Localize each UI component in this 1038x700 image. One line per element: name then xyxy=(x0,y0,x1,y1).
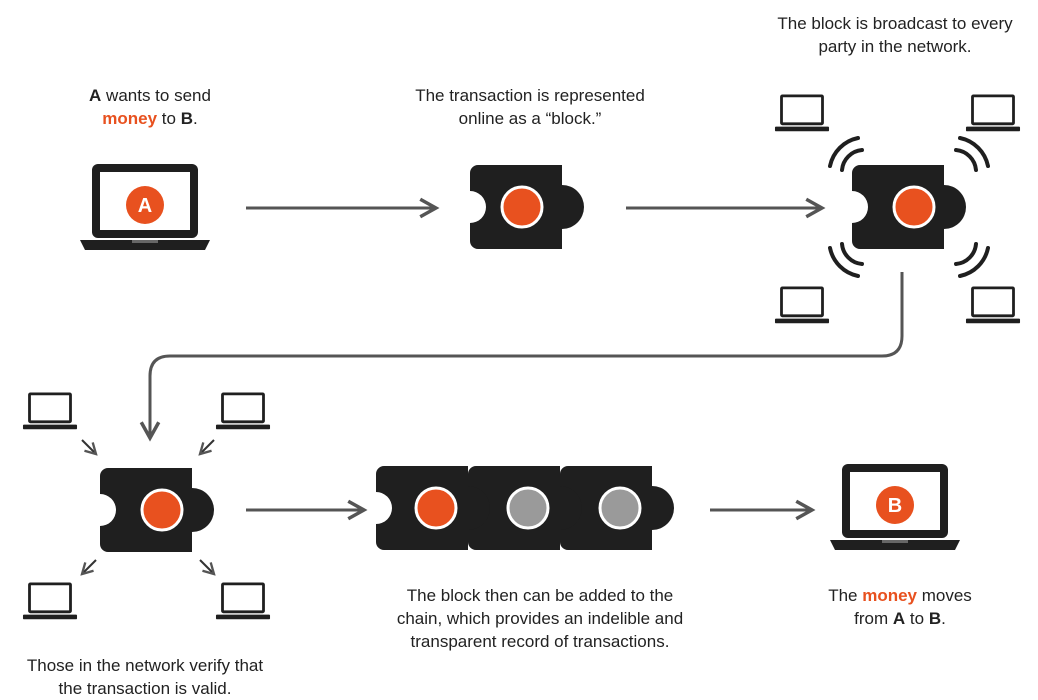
sender-laptop-icon: A xyxy=(80,164,210,250)
caption-step2: The transaction is represented online as… xyxy=(415,86,645,128)
network-laptop-icon xyxy=(965,94,1021,133)
caption-step5: The block then can be added to the chain… xyxy=(396,586,684,651)
blockchain-chain-icon xyxy=(376,466,674,550)
connector-arrow-icon xyxy=(150,272,904,438)
verifier-laptop-icon xyxy=(215,582,271,621)
broadcast-waves-icon xyxy=(828,136,990,278)
verify-arrows-icon xyxy=(82,439,214,574)
verifier-laptop-icon xyxy=(215,392,271,431)
caption-step4: Those in the network verify that the tra… xyxy=(26,656,264,698)
verify-block-icon xyxy=(100,468,214,552)
verifier-laptop-icon xyxy=(22,582,78,621)
receiver-letter: B xyxy=(888,495,902,517)
sender-letter: A xyxy=(138,195,152,217)
network-laptop-icon xyxy=(774,286,830,325)
network-laptop-icon xyxy=(774,94,830,133)
verifier-laptop-icon xyxy=(22,392,78,431)
transaction-block-icon xyxy=(470,165,584,249)
broadcast-block-icon xyxy=(852,165,966,249)
caption-step3: The block is broadcast to every party in… xyxy=(777,14,1013,56)
caption-step1: A wants to send money to B. xyxy=(89,86,211,128)
receiver-laptop-icon: B xyxy=(830,464,960,550)
caption-step6: The money moves from A to B. xyxy=(828,586,972,628)
network-laptop-icon xyxy=(965,286,1021,325)
